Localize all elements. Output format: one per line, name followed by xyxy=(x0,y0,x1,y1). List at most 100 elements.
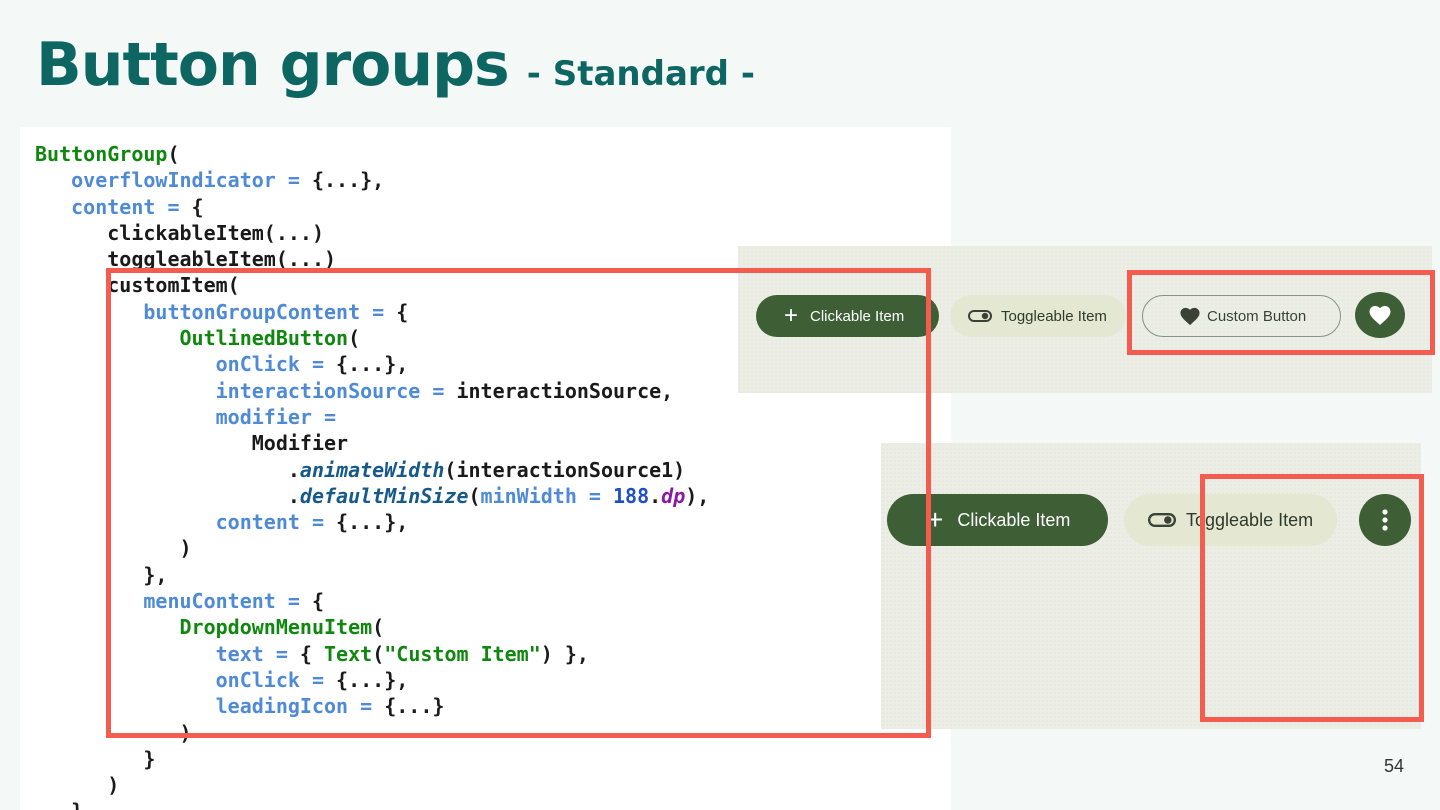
code-line: customItem( xyxy=(35,272,709,298)
code-line: content = { xyxy=(35,194,709,220)
toggleable-item-button[interactable]: Toggleable Item xyxy=(1124,494,1337,546)
code-token: (interactionSource1) xyxy=(444,457,686,482)
code-token: DropdownMenuItem xyxy=(179,615,373,640)
code-token: ) xyxy=(35,773,120,798)
title-main: Button groups xyxy=(36,30,510,100)
code-token: "Custom Item" xyxy=(384,641,541,666)
screenshot-overflow-menu: + Clickable Item Toggleable Item xyxy=(881,443,1421,729)
code-token: ( xyxy=(372,615,385,640)
heart-icon xyxy=(1369,306,1391,325)
code-token xyxy=(35,195,71,219)
code-token: } xyxy=(35,799,83,810)
code-line: .defaultMinSize(minWidth = 188.dp), xyxy=(35,483,709,509)
code-block: ButtonGroup( overflowIndicator = {...}, … xyxy=(35,141,709,810)
toggleable-item-label: Toggleable Item xyxy=(1001,307,1107,325)
code-line: buttonGroupContent = { xyxy=(35,299,709,325)
code-token: ) xyxy=(35,536,192,561)
code-token xyxy=(35,168,71,192)
code-token: modifier = xyxy=(215,404,337,429)
code-token: {...}, xyxy=(311,168,385,193)
code-line: onClick = {...}, xyxy=(35,667,709,693)
code-token: menuContent = xyxy=(143,589,312,614)
code-token: interactionSource, xyxy=(456,378,674,403)
code-token: toggleableItem(...) xyxy=(35,247,337,272)
code-line: leadingIcon = {...} xyxy=(35,693,709,719)
code-token: clickableItem(...) xyxy=(35,220,324,245)
code-line: overflowIndicator = {...}, xyxy=(35,167,709,193)
code-token: content = xyxy=(215,510,337,535)
code-line: toggleableItem(...) xyxy=(35,246,709,272)
code-token: content = xyxy=(71,194,192,219)
code-token: ButtonGroup xyxy=(35,142,168,166)
code-token: {...}, xyxy=(336,352,409,377)
clickable-item-button[interactable]: + Clickable Item xyxy=(756,295,939,337)
code-token: Text xyxy=(324,641,373,666)
title-subtitle: - Standard - xyxy=(526,54,755,94)
code-line: } xyxy=(35,746,709,772)
code-token: }, xyxy=(35,562,168,587)
code-token: animateWidth xyxy=(299,457,445,482)
code-token: . xyxy=(649,483,662,508)
toggleable-item-button[interactable]: Toggleable Item xyxy=(950,295,1126,337)
code-token: {...}, xyxy=(336,510,409,535)
code-line: } xyxy=(35,798,709,810)
code-line: }, xyxy=(35,562,709,588)
toggle-icon xyxy=(1148,513,1176,527)
code-line: ) xyxy=(35,772,709,798)
code-token: buttonGroupContent = xyxy=(143,299,397,324)
code-token: { xyxy=(311,589,324,614)
code-token: onClick = xyxy=(215,352,337,377)
toggle-icon xyxy=(968,310,992,322)
plus-icon: + xyxy=(784,302,799,329)
code-token: ( xyxy=(372,641,385,666)
code-token: } xyxy=(35,746,156,771)
code-line: ) xyxy=(35,720,709,746)
code-token: dp xyxy=(661,483,686,508)
code-token: . xyxy=(35,483,300,508)
code-line: modifier = xyxy=(35,404,709,430)
code-token: onClick = xyxy=(215,667,337,692)
clickable-item-label: Clickable Item xyxy=(957,509,1071,530)
code-token: overflowIndicator = xyxy=(71,168,312,193)
code-token: 188 xyxy=(612,483,650,508)
more-options-button[interactable] xyxy=(1359,494,1411,546)
code-token: Modifier xyxy=(35,431,349,456)
code-line: text = { Text("Custom Item") }, xyxy=(35,641,709,667)
code-token: interactionSource = xyxy=(215,378,457,403)
more-vert-icon xyxy=(1382,509,1388,531)
heart-icon-button[interactable] xyxy=(1355,292,1405,338)
heart-icon xyxy=(1180,307,1200,326)
code-line: Modifier xyxy=(35,430,709,456)
code-line: ButtonGroup( xyxy=(35,141,709,167)
code-panel: ButtonGroup( overflowIndicator = {...}, … xyxy=(20,127,951,810)
clickable-item-button[interactable]: + Clickable Item xyxy=(887,494,1108,546)
page-number: 54 xyxy=(1384,756,1405,776)
custom-button[interactable]: Custom Button xyxy=(1142,295,1341,337)
plus-icon: + xyxy=(927,504,944,535)
code-token: minWidth = xyxy=(480,483,613,508)
code-token: { xyxy=(396,299,409,324)
code-token: . xyxy=(35,457,300,482)
code-token: {...}, xyxy=(336,667,409,692)
code-token: ( xyxy=(167,142,180,166)
code-line: ) xyxy=(35,535,709,561)
code-line: DropdownMenuItem( xyxy=(35,614,709,640)
code-line: OutlinedButton( xyxy=(35,325,709,351)
code-token: ) }, xyxy=(540,641,589,666)
code-token: ) xyxy=(35,720,192,745)
code-token: leadingIcon = xyxy=(215,694,385,719)
code-token: OutlinedButton xyxy=(179,326,349,351)
slide-title: Button groups - Standard - xyxy=(36,30,755,100)
code-token: text = xyxy=(215,641,300,666)
code-line: interactionSource = interactionSource, xyxy=(35,378,709,404)
code-line: onClick = {...}, xyxy=(35,351,709,377)
clickable-item-label: Clickable Item xyxy=(810,307,905,325)
code-token: { xyxy=(191,194,204,219)
custom-button-highlight-box xyxy=(1127,270,1435,355)
code-line: clickableItem(...) xyxy=(35,220,709,246)
code-token: ( xyxy=(468,483,481,508)
code-token: ( xyxy=(348,326,361,351)
code-line: menuContent = { xyxy=(35,588,709,614)
custom-button-label: Custom Button xyxy=(1207,307,1307,325)
code-line: content = {...}, xyxy=(35,509,709,535)
